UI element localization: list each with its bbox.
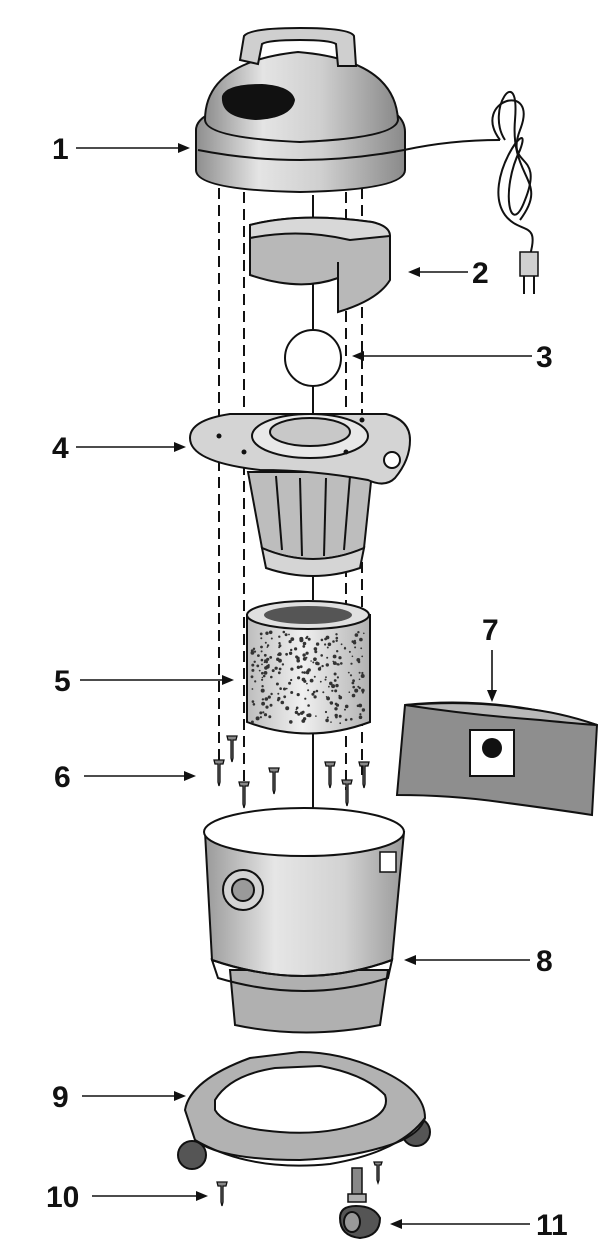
float-ball-part	[284, 329, 342, 387]
motor-head-part	[195, 26, 539, 294]
caster-base-part	[177, 1050, 431, 1170]
callout-1: 1	[52, 133, 69, 166]
filter-speckle-texture	[250, 630, 366, 725]
tank-drum-part	[203, 807, 406, 1034]
cartridge-filter-part	[246, 600, 371, 735]
screws-part	[213, 735, 370, 809]
callout-9: 9	[52, 1081, 69, 1114]
callout-leaders	[76, 143, 532, 1229]
callout-4: 4	[52, 432, 69, 465]
single-screw-part	[216, 1181, 228, 1207]
callout-10: 10	[46, 1181, 79, 1214]
callout-11: 11	[536, 1209, 568, 1242]
callout-6: 6	[54, 761, 71, 794]
callout-5: 5	[54, 665, 71, 698]
callout-7: 7	[482, 614, 499, 647]
caster-wheel-part	[338, 1161, 383, 1240]
callout-8: 8	[536, 945, 553, 978]
callout-3: 3	[536, 341, 553, 374]
callout-labels: 1 2 3 4 5 6 7 8 9 10 11	[46, 133, 568, 1242]
callout-2: 2	[472, 257, 489, 290]
foam-sleeve-part	[249, 216, 392, 314]
collection-bag-part	[395, 701, 599, 817]
filter-cage-part	[188, 413, 412, 577]
